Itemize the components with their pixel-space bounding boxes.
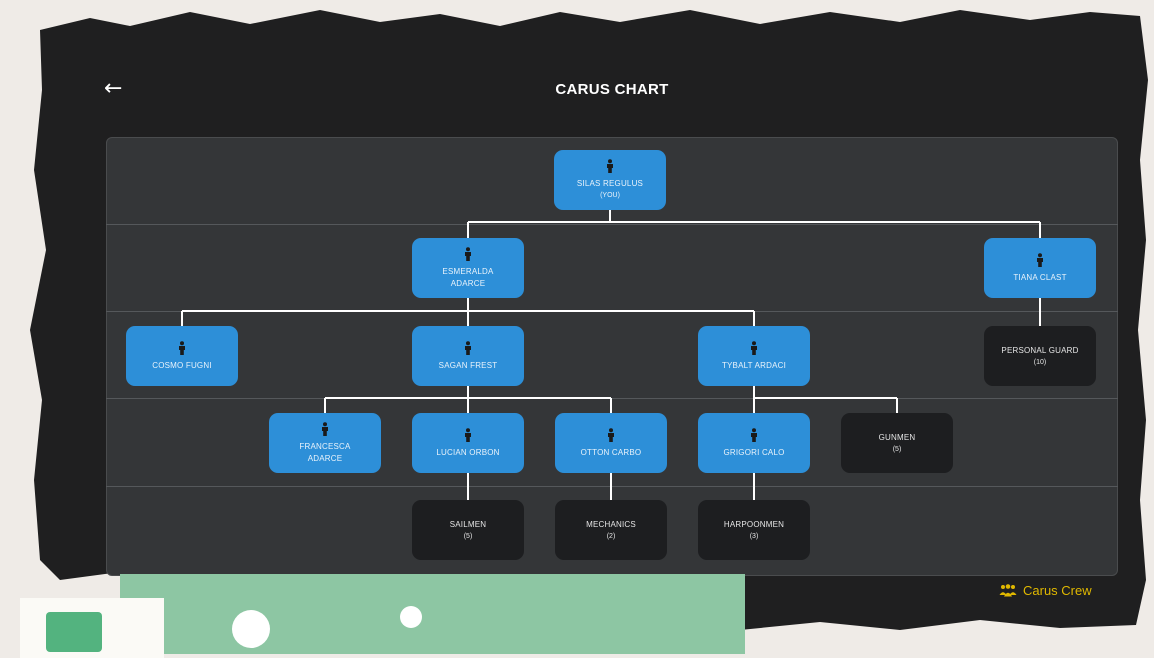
- banner-letter-shape: [400, 606, 422, 628]
- node-name: TYBALT ARDACI: [721, 360, 787, 370]
- group-icon: [999, 584, 1017, 597]
- row-divider: [106, 486, 1118, 487]
- crew-label: Carus Crew: [1023, 583, 1092, 598]
- node-silas-regulus[interactable]: SILAS REGULUS (YOU): [554, 150, 666, 210]
- node-name: COSMO FUGNI: [152, 360, 212, 370]
- node-name: MECHANICS: [586, 519, 636, 529]
- arrow-left-icon: ←: [104, 76, 123, 101]
- person-icon: [179, 340, 185, 355]
- node-name: TIANA CLAST: [1013, 272, 1067, 282]
- row-divider: [106, 224, 1118, 225]
- node-name: GRIGORI CALO: [723, 447, 785, 457]
- green-banner: [120, 574, 745, 654]
- person-icon: [751, 340, 757, 355]
- node-harpoonmen[interactable]: HARPOONMEN (3): [698, 500, 810, 560]
- node-tiana-clast[interactable]: TIANA CLAST: [984, 238, 1096, 298]
- node-count: (10): [1033, 358, 1047, 366]
- node-name: FRANCESCA ADARCE: [299, 441, 351, 463]
- node-name: LUCIAN ORBON: [436, 447, 500, 457]
- node-sagan-frest[interactable]: SAGAN FREST: [412, 326, 524, 386]
- node-cosmo-fugni[interactable]: COSMO FUGNI: [126, 326, 238, 386]
- node-name: ESMERALDA ADARCE: [442, 266, 494, 288]
- node-mechanics[interactable]: MECHANICS (2): [555, 500, 667, 560]
- person-icon: [608, 427, 614, 442]
- page-title: CARUS CHART: [555, 81, 669, 98]
- node-name: PERSONAL GUARD: [1001, 345, 1079, 355]
- node-name: SAGAN FREST: [438, 360, 498, 370]
- node-count: (3): [749, 532, 759, 540]
- person-icon: [465, 340, 471, 355]
- logo-mark: [46, 612, 102, 652]
- node-count: (5): [463, 532, 473, 540]
- person-icon: [322, 421, 328, 436]
- person-icon: [465, 246, 471, 261]
- row-divider: [106, 398, 1118, 399]
- node-tybalt-ardaci[interactable]: TYBALT ARDACI: [698, 326, 810, 386]
- node-name: SAILMEN: [449, 519, 487, 529]
- app-screen: ← CARUS CHART SILAS REGULUS (YOU) ESMER: [20, 10, 1148, 658]
- node-grigori-calo[interactable]: GRIGORI CALO: [698, 413, 810, 473]
- node-personal-guard[interactable]: PERSONAL GUARD (10): [984, 326, 1096, 386]
- node-sailmen[interactable]: SAILMEN (5): [412, 500, 524, 560]
- carus-crew-link[interactable]: Carus Crew: [999, 583, 1092, 598]
- node-lucian-orbon[interactable]: LUCIAN ORBON: [412, 413, 524, 473]
- person-icon: [607, 159, 613, 173]
- person-icon: [751, 427, 757, 442]
- node-count: (2): [606, 532, 616, 540]
- node-otton-carbo[interactable]: OTTON CARBO: [555, 413, 667, 473]
- back-button[interactable]: ←: [104, 78, 128, 100]
- person-icon: [465, 427, 471, 442]
- node-name: GUNMEN: [878, 432, 916, 442]
- node-name: HARPOONMEN: [723, 519, 785, 529]
- banner-letter-shape: [232, 610, 270, 648]
- node-name: SILAS REGULUS: [576, 179, 644, 188]
- node-esmeralda-adarce[interactable]: ESMERALDA ADARCE: [412, 238, 524, 298]
- node-gunmen[interactable]: GUNMEN (5): [841, 413, 953, 473]
- row-divider: [106, 311, 1118, 312]
- node-francesca-adarce[interactable]: FRANCESCA ADARCE: [269, 413, 381, 473]
- node-name: OTTON CARBO: [580, 447, 642, 457]
- node-count: (5): [892, 445, 902, 453]
- node-sub: (YOU): [600, 192, 620, 199]
- person-icon: [1037, 252, 1043, 267]
